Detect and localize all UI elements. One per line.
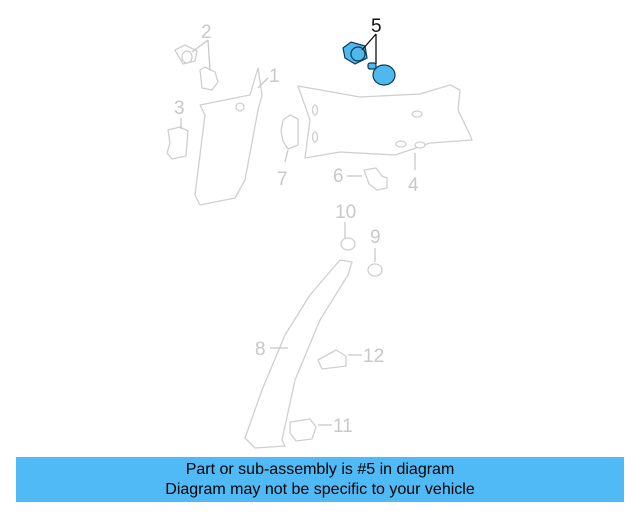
part-4-quarter-panel: [297, 84, 473, 170]
part-8-pillar-trim: [244, 259, 353, 449]
callout-10: 10: [335, 202, 356, 223]
callout-12: 12: [363, 346, 384, 367]
callout-9: 9: [370, 227, 381, 248]
callout-6: 6: [333, 166, 344, 187]
part-2-clips: [174, 39, 219, 91]
part-3-bracket: [166, 118, 189, 160]
callout-3: 3: [174, 98, 185, 119]
part-12-bracket: [317, 349, 362, 370]
banner-line-2: Diagram may not be specific to your vehi…: [165, 480, 475, 498]
part-6-bracket: [347, 167, 388, 191]
callout-1: 1: [269, 66, 280, 87]
callout-7: 7: [277, 169, 288, 190]
callout-4: 4: [408, 175, 419, 196]
part-5-clips-highlighted: [342, 33, 396, 86]
banner-line-1: Part or sub-assembly is #5 in diagram: [185, 460, 455, 478]
callout-5: 5: [371, 16, 382, 37]
part-7-bracket: [280, 114, 299, 163]
info-banner: Part or sub-assembly is #5 in diagram Di…: [16, 457, 624, 502]
callout-2: 2: [201, 22, 212, 43]
part-1-pillar-trim: [194, 67, 269, 206]
callout-11: 11: [333, 416, 353, 437]
callout-8: 8: [255, 339, 266, 360]
part-9-clip: [367, 248, 383, 277]
part-10-clip: [340, 222, 356, 251]
part-11-bracket: [289, 418, 332, 442]
